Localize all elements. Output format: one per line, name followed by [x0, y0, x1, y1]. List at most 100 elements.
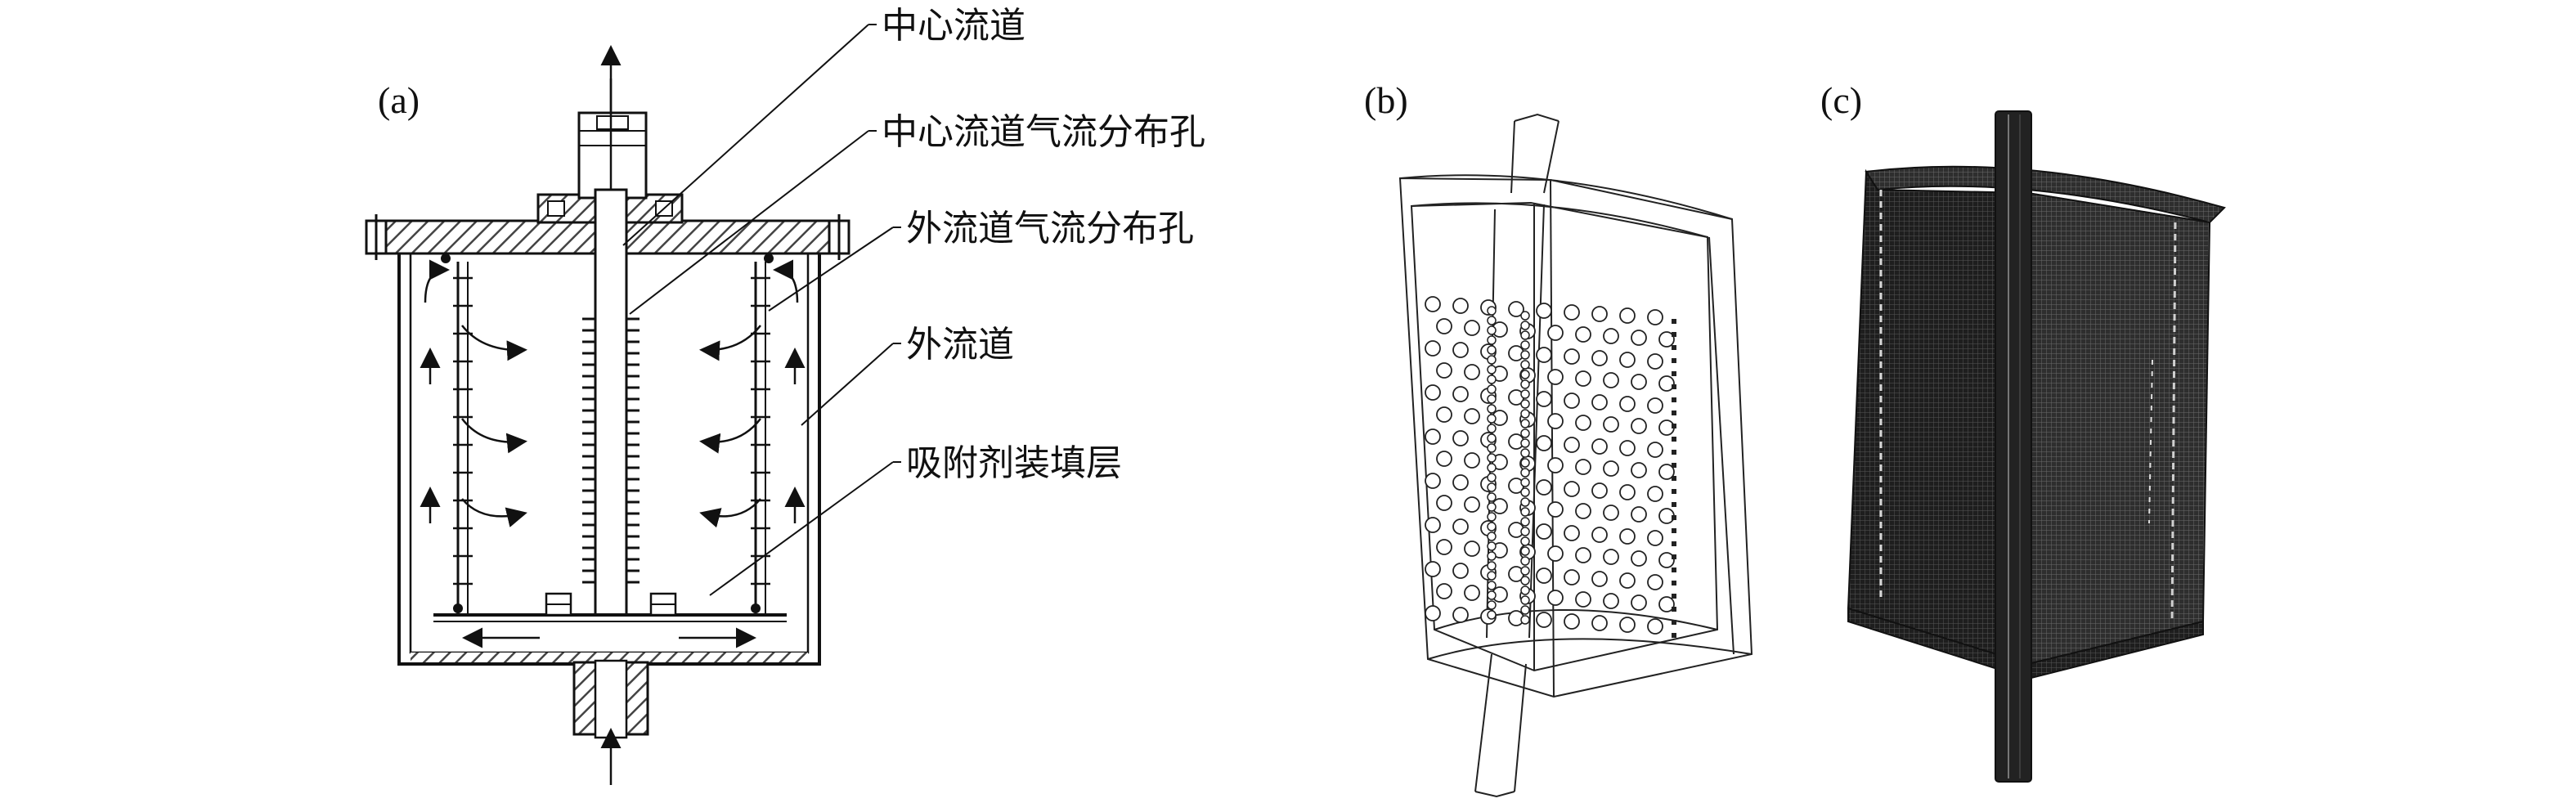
perforation-hole: [1425, 384, 1441, 401]
perforation-hole: [1452, 430, 1469, 446]
perforation-hole: [1591, 571, 1608, 587]
perforation-hole: [1631, 374, 1647, 390]
perforation-hole: [1631, 418, 1647, 434]
perforation-hole: [1547, 457, 1564, 473]
perforation-hole: [1631, 506, 1647, 523]
center-tube: [594, 79, 628, 617]
perforation-hole: [1547, 325, 1564, 341]
tube-hole: [1520, 321, 1530, 330]
tube-hole: [1487, 541, 1497, 551]
perforation-hole: [1464, 496, 1480, 513]
tube-hole: [1487, 306, 1497, 316]
perforation-hole: [1647, 397, 1663, 414]
tube-hole: [1487, 532, 1497, 541]
flow-arrows: [420, 45, 806, 785]
edge-hole: [1672, 633, 1676, 638]
tube-hole: [1487, 404, 1497, 414]
perforation-hole: [1619, 396, 1636, 412]
edge-hole: [1672, 319, 1676, 324]
perforation-hole: [1575, 415, 1591, 431]
tube-hole: [1520, 478, 1530, 487]
tube-hole: [1487, 473, 1497, 482]
edge-hole: [1672, 489, 1676, 494]
callout-outer-channel-holes: 外流道气流分布孔: [906, 208, 1194, 249]
tube-hole: [1487, 590, 1497, 600]
perforation-hole: [1647, 486, 1663, 502]
perforation-hole: [1591, 438, 1608, 455]
tube-hole: [1487, 512, 1497, 522]
tube-bottom-brackets: [545, 592, 677, 617]
perforation-hole: [1547, 545, 1564, 562]
perforation-hole: [1536, 435, 1552, 451]
perforation-hole: [1631, 550, 1647, 567]
perforation-hole: [1464, 408, 1480, 424]
edge-hole: [1672, 463, 1676, 468]
perforation-hole: [1575, 547, 1591, 563]
wireframe-perforation-holes: [1425, 296, 1675, 635]
edge-hole: [1672, 397, 1676, 402]
edge-hole: [1672, 384, 1676, 389]
perforation-hole: [1536, 612, 1552, 628]
perforation-hole: [1452, 386, 1469, 402]
perforation-hole: [1591, 482, 1608, 499]
tube-hole: [1487, 492, 1497, 502]
perforation-hole: [1591, 306, 1608, 322]
perforation-hole: [1564, 613, 1580, 630]
perforation-hole: [1536, 347, 1552, 363]
perforation-hole: [1436, 406, 1452, 423]
perforation-hole: [1575, 459, 1591, 475]
perforation-hole: [1452, 607, 1469, 623]
perforation-hole: [1575, 326, 1591, 343]
perforation-hole: [1436, 362, 1452, 379]
edge-hole: [1672, 515, 1676, 520]
edge-hole: [1672, 607, 1676, 612]
tube-hole: [1487, 600, 1497, 610]
perforation-hole: [1425, 296, 1441, 312]
perforation-hole: [1619, 528, 1636, 545]
perforation-hole: [1619, 617, 1636, 633]
perforation-hole: [1536, 567, 1552, 584]
perforation-hole: [1564, 393, 1580, 409]
perforation-hole: [1436, 451, 1452, 467]
tube-hole: [1487, 433, 1497, 443]
edge-hole: [1672, 371, 1676, 376]
edge-hole: [1672, 528, 1676, 533]
tube-hole: [1520, 419, 1530, 428]
perforation-hole: [1591, 527, 1608, 543]
tube-hole: [1487, 375, 1497, 384]
tube-hole: [1520, 576, 1530, 585]
perforation-hole: [1536, 391, 1552, 407]
perforation-hole: [1631, 462, 1647, 478]
tube-hole: [1487, 463, 1497, 473]
tube-hole: [1487, 502, 1497, 512]
perforation-hole: [1603, 460, 1619, 477]
perforation-hole: [1619, 440, 1636, 456]
edge-hole: [1672, 358, 1676, 363]
callout-center-channel: 中心流道: [882, 5, 1025, 47]
edge-hole: [1672, 541, 1676, 546]
mesh-center-rod: [1995, 110, 2032, 783]
center-channel-distribution-holes: [582, 317, 640, 584]
perforation-hole: [1658, 375, 1675, 392]
perforation-hole: [1452, 563, 1469, 579]
perforation-hole: [1591, 350, 1608, 366]
tube-hole: [1487, 394, 1497, 404]
tube-hole: [1520, 458, 1530, 468]
tube-hole: [1487, 335, 1497, 345]
tube-hole: [1520, 585, 1530, 595]
wireframe-center-tube: [1474, 113, 1560, 798]
tube-hole: [1520, 615, 1530, 625]
callout-center-channel-holes: 中心流道气流分布孔: [882, 111, 1205, 153]
perforation-hole: [1603, 328, 1619, 344]
tube-hole: [1487, 365, 1497, 375]
tube-hole: [1520, 448, 1530, 458]
perforation-hole: [1603, 549, 1619, 565]
tube-hole: [1520, 536, 1530, 546]
tube-hole: [1487, 414, 1497, 424]
perforation-hole: [1647, 530, 1663, 546]
wireframe-edge-holes: [1672, 319, 1676, 638]
edge-hole: [1672, 620, 1676, 625]
tube-hole: [1520, 311, 1530, 321]
tube-hole: [1487, 345, 1497, 355]
